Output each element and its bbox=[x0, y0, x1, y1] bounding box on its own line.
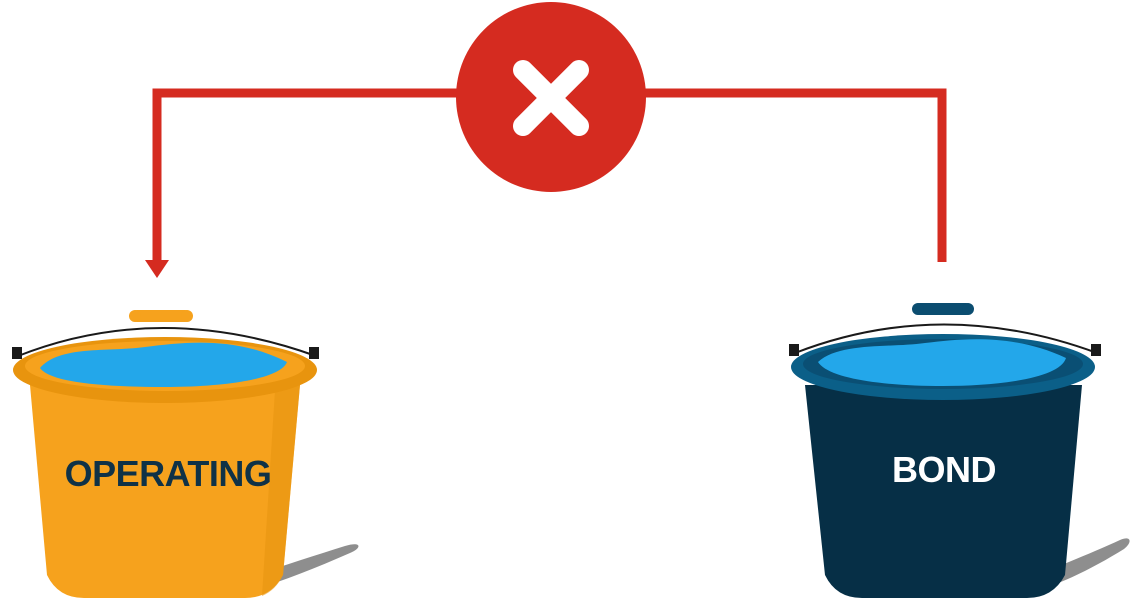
connector-arrowhead bbox=[145, 260, 169, 278]
bond-bucket: BOND bbox=[789, 303, 1130, 598]
bucket-label-operating: OPERATING bbox=[65, 453, 272, 494]
bucket-label-bond: BOND bbox=[892, 449, 996, 490]
bucket-body bbox=[805, 385, 1082, 598]
operating-bucket: OPERATING bbox=[12, 310, 358, 598]
blocked-status-badge bbox=[456, 2, 646, 192]
